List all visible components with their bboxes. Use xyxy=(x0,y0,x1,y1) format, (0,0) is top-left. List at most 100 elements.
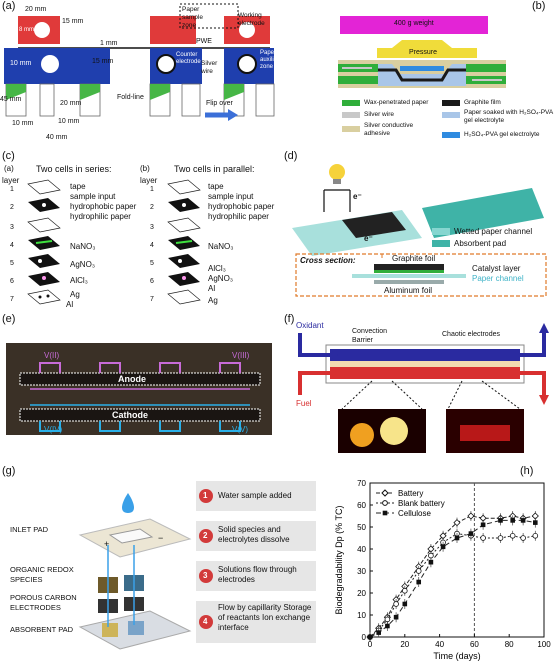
panel-label-c: (c) xyxy=(2,150,15,162)
c-left-num-6: 6 xyxy=(10,278,14,285)
panel-b-diagram xyxy=(338,16,506,138)
g-step-num-3: 3 xyxy=(203,571,208,580)
data-point xyxy=(510,518,515,523)
absorbent-pad xyxy=(422,188,544,238)
legend-marker xyxy=(381,489,389,497)
panel-d: (d) e⁻ e⁻ Wetted paper channel Absorbent… xyxy=(282,150,554,310)
label-flip-over: Flip over xyxy=(206,100,233,107)
panel-label-e: (e) xyxy=(2,313,16,325)
data-point xyxy=(497,535,504,541)
pressure-bar xyxy=(377,48,477,58)
c-right-label-sample: sample input xyxy=(208,192,254,201)
dim-10mm-strip: 10 mm xyxy=(10,60,32,67)
d-catalyst-layer: Catalyst layer xyxy=(472,264,521,273)
y-tick-label: 20 xyxy=(357,589,366,598)
data-point xyxy=(509,533,516,539)
d-legend-wetted: Wetted paper channel xyxy=(454,227,533,236)
c-right-label-hydrophobic: hydrophobic paper xyxy=(208,202,275,211)
g-step-num-1: 1 xyxy=(203,491,208,500)
g-plus: + xyxy=(104,539,110,549)
dim-45mm: 45 mm xyxy=(0,96,22,103)
sample-hole-left xyxy=(34,22,50,38)
g-step-num-4: 4 xyxy=(203,617,208,626)
bulb-icon xyxy=(329,164,345,180)
panel-label-b: (b) xyxy=(532,0,546,12)
x-tick-label: 20 xyxy=(400,640,409,649)
x-tick-label: 60 xyxy=(470,640,479,649)
panel-e: (e) Anode Cathode V(II) V(III) V(IV) V(V… xyxy=(0,313,277,438)
data-point xyxy=(532,533,539,539)
panel-g: (g) + − INLET PAD ORGANIC REDOX SPECIES … xyxy=(0,465,320,664)
g-label-carbon: POROUS CARBON ELECTRODES xyxy=(10,593,77,612)
dim-10mm-leg: 10 mm xyxy=(12,120,34,127)
dim-15mm-top: 15 mm xyxy=(62,18,84,25)
water-drop-icon xyxy=(122,493,134,513)
y-tick-label: 40 xyxy=(357,545,366,554)
c-right-label-agno3: AgNO₃ xyxy=(208,274,234,283)
c-right-num-7: 7 xyxy=(150,296,154,303)
data-point xyxy=(415,568,422,574)
c-right-label-tape: tape xyxy=(208,182,224,191)
legend-label-silver: Silver wire xyxy=(364,111,394,118)
legend-label-adhesive: Silver conductive adhesive xyxy=(364,122,414,137)
data-point xyxy=(393,601,399,607)
oxidant-stream xyxy=(330,349,520,361)
label-paper-sample-zone: Paper sample zone xyxy=(182,6,203,29)
legend-swatch-adhesive xyxy=(342,126,360,132)
cross-section-box xyxy=(295,253,547,297)
e-anode: Anode xyxy=(118,374,146,384)
dim-40mm: 40 mm xyxy=(46,134,68,141)
c-right-label-alcl3: AlCl₃ xyxy=(208,264,226,273)
x-axis-label: Time (days) xyxy=(433,651,480,661)
c-left-letter: (a) xyxy=(4,164,14,173)
dim-20mm: 20 mm xyxy=(25,6,47,13)
f-fuel: Fuel xyxy=(296,399,312,408)
label-pressure: Pressure xyxy=(409,49,438,56)
c-left-num-4: 4 xyxy=(10,242,14,249)
pressure-plate xyxy=(392,40,452,48)
y-axis-label: Biodegradability Dp (% TC) xyxy=(334,506,344,615)
cathode-channel xyxy=(19,408,261,422)
panel-c-diagram xyxy=(27,179,201,305)
c-right-label-nano3: NaNO₃ xyxy=(208,242,234,251)
data-point xyxy=(402,588,408,594)
c-right-num-6: 6 xyxy=(150,278,154,285)
x-tick-label: 0 xyxy=(368,640,373,649)
c-right-title: Two cells in parallel: xyxy=(174,164,255,174)
label-weight: 400 g weight xyxy=(394,20,434,27)
legend-label: Blank battery xyxy=(398,499,445,508)
g-label-absorbent: ABSORBENT PAD xyxy=(10,625,74,634)
legend-swatch-graphite xyxy=(442,100,460,106)
g-step-text-4: Flow by capillarity Storage of reactants… xyxy=(218,603,312,632)
legend-label-soaked: Paper soaked with H₂SO₄-PVA gel electrol… xyxy=(464,109,553,124)
c-left-label-hydrophobic: hydrophobic paper xyxy=(70,202,137,211)
c-right-layer: layer xyxy=(140,176,158,185)
label-fold-line: Fold-line xyxy=(117,94,144,101)
d-legend-pad: Absorbent pad xyxy=(454,239,507,248)
panel-a: (a) xyxy=(0,0,277,145)
label-working-electrode: Working electrode xyxy=(238,12,265,27)
fuel-stream xyxy=(330,367,520,379)
d-electron-top: e⁻ xyxy=(353,192,362,201)
c-right-label-ag: Ag xyxy=(208,296,218,305)
graphite-block xyxy=(342,212,406,238)
series-line-0 xyxy=(369,515,536,638)
g-step-text-3: Solutions flow through electrodes xyxy=(218,565,297,584)
dim-1mm: 1 mm xyxy=(100,40,118,47)
dim-20mm-leg: 20 mm xyxy=(60,100,82,107)
c-left-num-1: 1 xyxy=(10,186,14,193)
g-step-num-2: 2 xyxy=(203,531,208,540)
panel-label-f: (f) xyxy=(284,313,295,325)
label-pwe: PWE xyxy=(196,38,212,45)
red-pad-middle xyxy=(150,16,196,44)
x-tick-label: 80 xyxy=(505,640,514,649)
data-point xyxy=(367,634,373,640)
panel-b: (b) 400 g weight Pressure Wax-penetrated… xyxy=(282,0,554,145)
data-point xyxy=(480,535,486,541)
f-convection-barrier: Convection Barrier xyxy=(352,328,388,344)
e-v-ii: V(II) xyxy=(44,351,60,360)
legend-label: Cellulose xyxy=(398,509,431,518)
c-right-num-1: 1 xyxy=(150,186,154,193)
dim-15mm-mid: 15 mm xyxy=(92,58,114,65)
